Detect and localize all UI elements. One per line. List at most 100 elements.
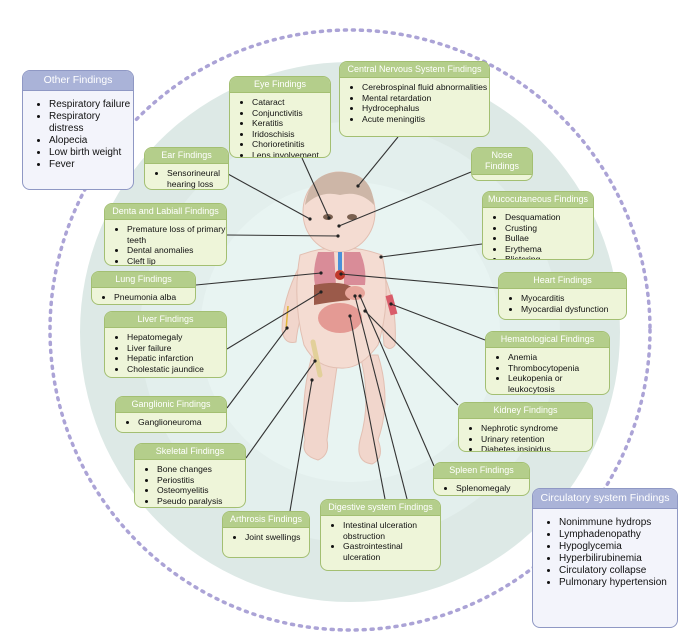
finding-item: Urinary retention [481, 434, 592, 445]
finding-item: Thrombocytopenia [508, 363, 609, 374]
box-title: Other Findings [23, 71, 133, 91]
denta-findings-box: Denta and Labiall FindingsPremature loss… [104, 203, 227, 266]
muco-findings-box: Mucocutaneous FindingsDesquamationCrusti… [482, 191, 594, 260]
finding-item: Chorioretinitis [252, 139, 330, 150]
liver-findings-box: Liver FindingsHepatomegalyLiver failureH… [104, 311, 227, 378]
cns-findings-box: Central Nervous System FindingsCerebrosp… [339, 61, 490, 137]
heart-findings-box: Heart FindingsMyocarditisMyocardial dysf… [498, 272, 627, 320]
box-title: Circulatory system Findings [533, 489, 677, 509]
finding-item: Cerebrospinal fluid abnormalities [362, 82, 489, 93]
finding-item: Fever [49, 159, 133, 171]
finding-item: Crusting [505, 223, 593, 234]
box-title: Kidney Findings [459, 403, 592, 419]
findings-list: DesquamationCrustingBullaeErythemaBliste… [483, 212, 593, 259]
finding-item: Pseudo paralysis [157, 496, 245, 507]
finding-item: Rhinitis [494, 179, 532, 180]
finding-item: Erythema [505, 244, 593, 255]
gang-findings-box: Ganglionic FindingsGanglioneuroma [115, 396, 227, 433]
other-findings-box: Other FindingsRespiratory failureRespira… [22, 70, 134, 190]
findings-list: HepatomegalyLiver failureHepatic infarct… [105, 332, 226, 374]
finding-item: Hypoglycemia [559, 541, 677, 553]
box-title: Eye Findings [230, 77, 330, 93]
finding-item: Alopecia [49, 135, 133, 147]
finding-item: Periostitis [157, 475, 245, 486]
finding-item: Ganglioneuroma [138, 417, 226, 428]
skeletal-findings-box: Skeletal FindingsBone changesPeriostitis… [134, 443, 246, 508]
finding-item: Nephrotic syndrome [481, 423, 592, 434]
box-title: Hematological Findings [486, 332, 609, 348]
finding-item: Liver failure [127, 343, 226, 354]
findings-list: Joint swellings [223, 532, 309, 543]
connector-lines [195, 136, 499, 512]
finding-item: Conjunctivitis [252, 108, 330, 119]
finding-item: Bone changes [157, 464, 245, 475]
box-title: Skeletal Findings [135, 444, 245, 460]
findings-list: CataractConjunctivitisKeratitisIridoschi… [230, 97, 330, 157]
finding-item: Premature loss of primary teeth [127, 224, 226, 245]
nose-findings-box: Nose FindingsRhinitis [471, 147, 533, 181]
finding-item: Diabetes insipidus [481, 444, 592, 451]
connector-endpoints [285, 184, 393, 382]
box-title: Denta and Labiall Findings [105, 204, 226, 220]
eye-findings-box: Eye FindingsCataractConjunctivitisKerati… [229, 76, 331, 158]
finding-item: Keratitis [252, 118, 330, 129]
finding-item: Lymphadenopathy [559, 529, 677, 541]
findings-list: Pneumonia alba [92, 292, 195, 303]
finding-item: Joint swellings [245, 532, 309, 543]
findings-list: Sensorineural hearing loss [145, 168, 228, 189]
ear-findings-box: Ear FindingsSensorineural hearing loss [144, 147, 229, 190]
box-title: Ear Findings [145, 148, 228, 164]
finding-item: Low birth weight [49, 147, 133, 159]
finding-item: Leukopenia or leukocytosis [508, 373, 609, 394]
finding-item: Desquamation [505, 212, 593, 223]
findings-list: Rhinitis [472, 179, 532, 180]
finding-item: Myocarditis [521, 293, 626, 304]
box-title: Arthrosis Findings [223, 512, 309, 528]
findings-list: Ganglioneuroma [116, 417, 226, 428]
digestive-findings-box: Digestive system FindingsIntestinal ulce… [320, 499, 441, 571]
kidney-findings-box: Kidney FindingsNephrotic syndromeUrinary… [458, 402, 593, 452]
finding-item: Iridoschisis [252, 129, 330, 140]
findings-list: MyocarditisMyocardial dysfunction [499, 293, 626, 314]
findings-list: Premature loss of primary teethDental an… [105, 224, 226, 265]
finding-item: Hyperbilirubinemia [559, 553, 677, 565]
circ-findings-box: Circulatory system FindingsNonimmune hyd… [532, 488, 678, 628]
finding-item: Hepatic infarction [127, 353, 226, 364]
box-title: Spleen Findings [434, 463, 529, 479]
box-title: Ganglionic Findings [116, 397, 226, 413]
finding-item: Acute meningitis [362, 114, 489, 125]
finding-item: Hepatomegaly [127, 332, 226, 343]
finding-item: Cleft lip [127, 256, 226, 265]
finding-item: Lens involvement [252, 150, 330, 157]
finding-item: Pulmonary hypertension [559, 577, 677, 589]
finding-item: Respiratory distress [49, 111, 133, 135]
findings-list: Respiratory failureRespiratory distressA… [23, 99, 133, 171]
box-title: Mucocutaneous Findings [483, 192, 593, 208]
arthrosis-findings-box: Arthrosis FindingsJoint swellings [222, 511, 310, 558]
finding-item: Cataract [252, 97, 330, 108]
finding-item: Hydrocephalus [362, 103, 489, 114]
finding-item: Dental anomalies [127, 245, 226, 256]
finding-item: Pneumonia alba [114, 292, 195, 303]
finding-item: Circulatory collapse [559, 565, 677, 577]
findings-list: Nephrotic syndromeUrinary retentionDiabe… [459, 423, 592, 451]
box-title: Central Nervous System Findings [340, 62, 489, 78]
spleen-findings-box: Spleen FindingsSplenomegaly [433, 462, 530, 496]
findings-list: AnemiaThrombocytopeniaLeukopenia or leuk… [486, 352, 609, 394]
findings-list: Bone changesPeriostitisOsteomyelitisPseu… [135, 464, 245, 506]
findings-list: Cerebrospinal fluid abnormalitiesMental … [340, 82, 489, 124]
finding-item: Splenomegaly [456, 483, 529, 494]
finding-item: Nonimmune hydrops [559, 517, 677, 529]
finding-item: Respiratory failure [49, 99, 133, 111]
finding-item: Myocardial dysfunction [521, 304, 626, 315]
finding-item: Osteomyelitis [157, 485, 245, 496]
box-title: Digestive system Findings [321, 500, 440, 516]
box-title: Heart Findings [499, 273, 626, 289]
finding-item: Blistering [505, 254, 593, 259]
finding-item: Sensorineural hearing loss [167, 168, 228, 189]
dashed-boundary-circle [48, 28, 652, 632]
finding-item: Mental retardation [362, 93, 489, 104]
finding-item: Cholestatic jaundice [127, 364, 226, 375]
findings-list: Intestinal ulceration obstructionGastroi… [321, 520, 440, 562]
findings-list: Nonimmune hydropsLymphadenopathyHypoglyc… [533, 517, 677, 589]
